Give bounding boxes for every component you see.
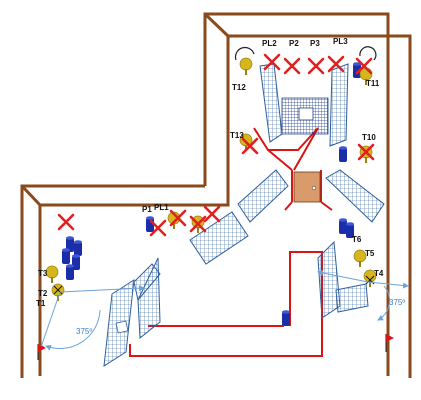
label-p3: P3 bbox=[310, 39, 320, 48]
label-t1: T1 bbox=[36, 299, 46, 308]
panel-lower-right-2 bbox=[335, 283, 369, 313]
label-pl1: PL1 bbox=[154, 203, 169, 212]
barrel-icon bbox=[339, 218, 347, 234]
outer-walls bbox=[20, 12, 412, 378]
label-t6: T6 bbox=[352, 235, 362, 244]
label-t2: T2 bbox=[38, 289, 48, 298]
barrel-icon bbox=[353, 62, 361, 78]
rotation-arrow-icon bbox=[234, 46, 255, 61]
barrel-icon bbox=[72, 254, 80, 270]
barrel-icon bbox=[282, 310, 290, 326]
cross-marks bbox=[53, 53, 375, 295]
label-t12: T12 bbox=[232, 83, 246, 92]
popup-target-icon bbox=[167, 211, 181, 229]
cross-mark-icon bbox=[57, 213, 75, 231]
pointer-cross-icon bbox=[53, 285, 63, 295]
rotation-arrow-icon bbox=[359, 46, 377, 61]
label-pl2: PL2 bbox=[262, 39, 277, 48]
label-t4: T4 bbox=[374, 269, 384, 278]
barrel-icon bbox=[339, 146, 347, 162]
cross-mark-icon bbox=[169, 209, 187, 227]
label-t5: T5 bbox=[365, 249, 375, 258]
cross-mark-icon bbox=[283, 57, 301, 75]
label-t13: T13 bbox=[230, 131, 244, 140]
labels: T3 T2 T1 T4 T5 T6 T10 T11 T12 T13 P1 PL1… bbox=[36, 37, 384, 308]
panel-lower-left-3 bbox=[137, 257, 161, 339]
panel-center-right bbox=[325, 169, 385, 223]
left-sweep: 375º bbox=[37, 285, 145, 360]
popup-target-icon bbox=[353, 249, 367, 267]
panel-back-window bbox=[298, 107, 314, 121]
label-t3: T3 bbox=[38, 269, 48, 278]
door bbox=[293, 171, 321, 203]
popup-target-icon bbox=[239, 57, 253, 75]
popup-target-icon bbox=[45, 265, 59, 283]
label-t11: T11 bbox=[366, 79, 380, 88]
cross-mark-icon bbox=[149, 219, 167, 237]
angle-label-right: 375º bbox=[389, 298, 405, 307]
flag-icon bbox=[37, 344, 46, 360]
label-t10: T10 bbox=[362, 133, 376, 142]
cross-mark-icon bbox=[355, 57, 373, 75]
popup-target-icon bbox=[363, 269, 377, 287]
flag-icon bbox=[385, 334, 394, 352]
barrel-icon bbox=[66, 264, 74, 280]
popup-target-icon bbox=[191, 215, 205, 233]
label-p1: P1 bbox=[142, 205, 152, 214]
cross-mark-icon bbox=[357, 143, 375, 161]
barrels bbox=[62, 62, 361, 326]
panel-upper-left bbox=[259, 63, 283, 143]
cross-mark-icon bbox=[263, 53, 281, 71]
panel-upper-right bbox=[329, 63, 349, 147]
mesh-panels bbox=[103, 63, 385, 367]
cross-mark-icon bbox=[327, 55, 345, 73]
panel-center-left bbox=[237, 169, 289, 223]
barrel-icon bbox=[62, 248, 70, 264]
barrel-icon bbox=[346, 222, 354, 238]
label-p2: P2 bbox=[289, 39, 299, 48]
barrel-icon bbox=[74, 240, 82, 256]
angle-label-left: 375º bbox=[76, 327, 92, 336]
label-pl3: PL3 bbox=[333, 37, 348, 46]
popup-target-icon bbox=[239, 133, 253, 151]
panel-lower-window bbox=[115, 320, 129, 334]
right-sweep: 375º bbox=[317, 270, 409, 352]
cross-mark-icon bbox=[203, 205, 221, 223]
cross-mark-icon bbox=[241, 137, 259, 155]
cross-mark-icon bbox=[189, 215, 207, 233]
rotation-arrows bbox=[234, 46, 377, 61]
cross-mark-icon bbox=[307, 57, 325, 75]
